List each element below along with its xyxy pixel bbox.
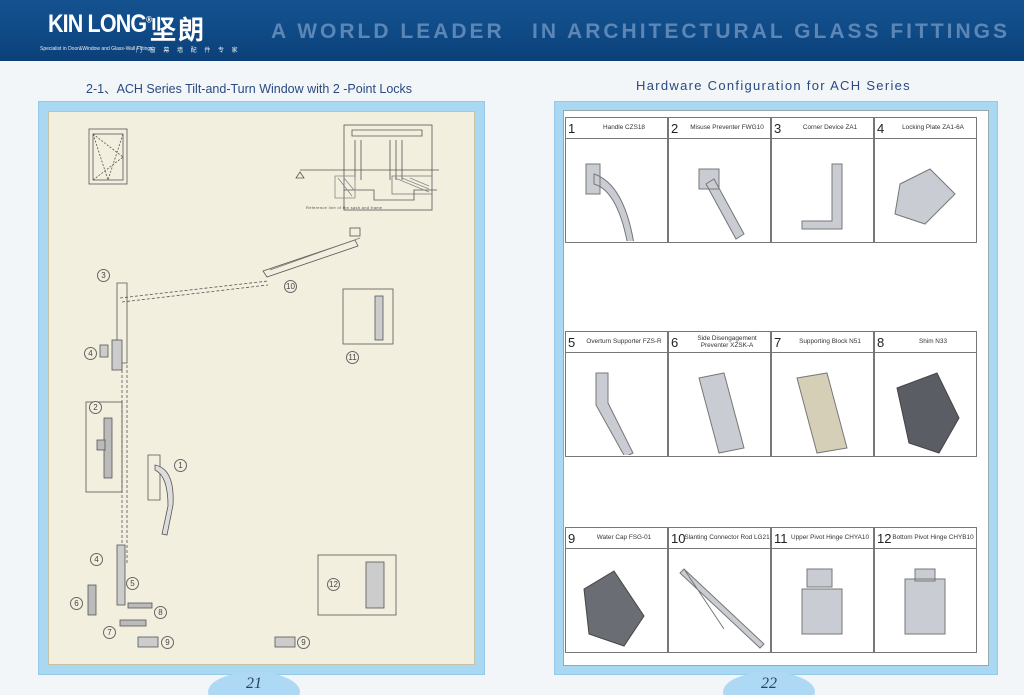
callout-5: 5 — [126, 577, 139, 590]
hardware-number: 1 — [568, 121, 576, 136]
window-elevation-icon — [88, 128, 128, 185]
hardware-photo — [668, 549, 771, 653]
hardware-photo — [565, 549, 668, 653]
hardware-number: 3 — [774, 121, 782, 136]
hardware-photo — [874, 139, 977, 243]
page-number-22: 22 — [723, 672, 815, 695]
hardware-name: Slanting Connector Rod LG21 — [684, 534, 770, 542]
hardware-number: 9 — [568, 531, 576, 546]
hardware-photo — [565, 353, 668, 458]
header-banner: KIN LONG® 坚朗 Specialist in Door&Window a… — [0, 0, 1024, 61]
slogan-right: IN ARCHITECTURAL GLASS FITTINGS — [532, 20, 1010, 43]
hardware-number: 5 — [568, 335, 576, 350]
logo-text-en: KIN LONG — [48, 10, 147, 38]
callout-1: 1 — [174, 459, 187, 472]
callout-8: 8 — [154, 606, 167, 619]
hardware-cell-header: 6 Side Disengagement Preventer XZSK-A — [668, 331, 771, 353]
left-page-title: 2-1、ACH Series Tilt-and-Turn Window with… — [86, 82, 413, 96]
logo-text-cn: 坚朗 — [150, 15, 207, 45]
hardware-name: Handle CZS18 — [603, 124, 645, 132]
hardware-name: Overturn Supporter FZS-R — [586, 338, 662, 346]
overturn-supporter-icon — [595, 372, 634, 458]
supporting-block-icon — [796, 372, 848, 454]
hardware-cell-header: 5 Overturn Supporter FZS-R — [565, 331, 668, 353]
logo-subtitle-cn: 门 窗 幕 墙 配 件 专 家 — [136, 48, 241, 54]
hardware-number: 11 — [774, 531, 788, 546]
hardware-name: Shim N33 — [918, 338, 948, 346]
reference-line-label: Reference line of the sash and frame — [306, 205, 383, 210]
callout-12: 12 — [327, 578, 340, 591]
kinlong-logo: KIN LONG® — [48, 10, 152, 39]
callout-4b: 4 — [90, 553, 103, 566]
hardware-number: 10 — [671, 531, 686, 546]
hardware-number: 8 — [877, 335, 885, 350]
callout-2: 2 — [89, 401, 102, 414]
callout-11: 11 — [346, 351, 359, 364]
hardware-number: 2 — [671, 121, 679, 136]
upper-hinge-icon — [801, 568, 843, 635]
shim-icon — [896, 372, 960, 454]
hardware-cell-header: 2 Misuse Preventer FWG10 — [668, 117, 771, 139]
hardware-photo — [771, 139, 874, 243]
hardware-name: Corner Device ZA1 — [802, 124, 858, 132]
callout-3: 3 — [97, 269, 110, 282]
water-cap-icon — [583, 570, 645, 647]
hardware-cell-header: 4 Locking Plate ZA1-6A — [874, 117, 977, 139]
hardware-photo — [565, 139, 668, 247]
hardware-cell-header: 8 Shim N33 — [874, 331, 977, 353]
hardware-name: Side Disengagement Preventer XZSK-A — [697, 334, 757, 350]
side-disengagement-icon — [698, 372, 745, 454]
hardware-name: Water Cap FSG-01 — [596, 534, 652, 542]
slogan-left: A WORLD LEADER — [271, 20, 505, 43]
hardware-name: Locking Plate ZA1-6A — [902, 124, 964, 132]
hardware-cell-header: 9 Water Cap FSG-01 — [565, 527, 668, 549]
hardware-cell-header: 3 Corner Device ZA1 — [771, 117, 874, 139]
hardware-cell-header: 7 Supporting Block N51 — [771, 331, 874, 353]
handle-icon — [585, 163, 635, 247]
hardware-number: 7 — [774, 335, 782, 350]
hardware-number: 12 — [877, 531, 892, 546]
callout-10: 10 — [284, 280, 297, 293]
hardware-cell-header: 1 Handle CZS18 — [565, 117, 668, 139]
hardware-photo — [874, 549, 977, 653]
misuse-preventer-icon — [698, 168, 745, 240]
hardware-photo — [771, 353, 874, 457]
hardware-number: 4 — [877, 121, 885, 136]
right-page-title: Hardware Configuration for ACH Series — [636, 78, 911, 93]
callout-9b: 9 — [297, 636, 310, 649]
hardware-name: Bottom Pivot Hinge CHYB10 — [892, 534, 974, 542]
logo-registered-mark: ® — [146, 14, 152, 25]
callout-7: 7 — [103, 626, 116, 639]
callout-6: 6 — [70, 597, 83, 610]
hardware-photo — [668, 353, 771, 457]
hardware-name: Upper Pivot Hinge CHYA10 — [790, 534, 870, 542]
bottom-hinge-icon — [904, 568, 946, 635]
page-number-21: 21 — [208, 672, 300, 695]
section-drawing — [295, 124, 439, 211]
callout-4: 4 — [84, 347, 97, 360]
corner-device-icon — [801, 163, 843, 230]
hardware-photo — [668, 139, 771, 243]
hardware-photo — [771, 549, 874, 653]
hardware-number: 6 — [671, 335, 679, 350]
locking-plate-icon — [894, 168, 956, 225]
logo-subtitle-en: Specialist in Door&Window and Glass-Wall… — [40, 46, 153, 52]
hardware-name: Supporting Block N51 — [799, 338, 861, 346]
hardware-photo — [874, 353, 977, 457]
hardware-name: Misuse Preventer FWG10 — [690, 124, 764, 132]
callout-9: 9 — [161, 636, 174, 649]
slanting-rod-icon — [679, 568, 765, 649]
